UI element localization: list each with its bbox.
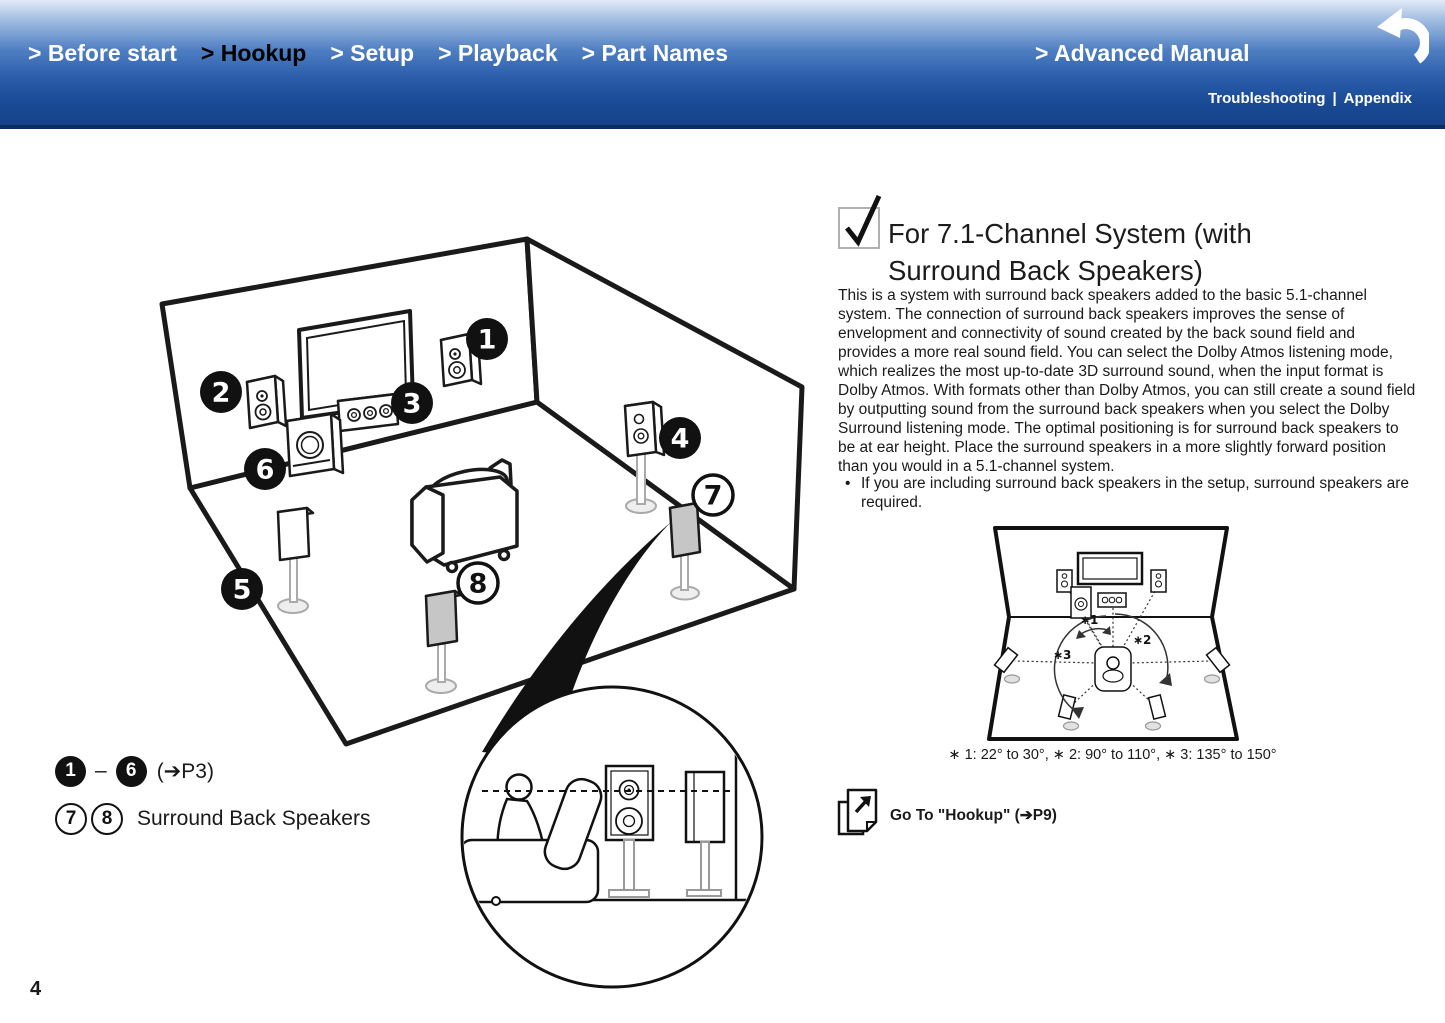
nav-item-before-start[interactable]: > Before start <box>28 40 177 66</box>
badge-4: 4 <box>659 417 701 459</box>
sub-nav: Troubleshooting | Appendix <box>1208 90 1412 107</box>
legend-range-row: 1 – 6 (➔P3) <box>55 750 370 792</box>
speaker-surround-right <box>623 400 666 514</box>
angle-label-3: ∗3 <box>1053 648 1071 662</box>
speaker-surround-back-right <box>668 501 705 601</box>
nav-item-setup[interactable]: > Setup <box>330 40 415 66</box>
speaker-surround-back-left <box>424 589 463 694</box>
speaker-front-left <box>245 374 288 430</box>
legend-badge-1: 1 <box>55 755 86 787</box>
checkbox-checked-icon <box>838 194 882 249</box>
goto-hookup-link[interactable]: Go To "Hookup" (➔P9) <box>836 786 1057 840</box>
ear-height-scene <box>464 745 758 906</box>
mini-front-speakers <box>1056 569 1167 619</box>
angle-label-1: ∗1 <box>1080 613 1098 627</box>
svg-text:5: 5 <box>233 575 252 606</box>
goto-label: Go To "Hookup" (➔P9) <box>890 806 1057 824</box>
angle-arcs <box>1053 613 1172 719</box>
nav-item-hookup[interactable]: > Hookup <box>200 40 307 66</box>
nav-item-advanced-manual[interactable]: > Advanced Manual <box>1035 40 1250 66</box>
svg-text:4: 4 <box>671 424 690 455</box>
legend-badge-7: 7 <box>55 803 87 835</box>
header-banner: > Before start > Hookup > Setup > Playba… <box>0 0 1445 129</box>
svg-text:7: 7 <box>704 481 723 512</box>
section-bullet: • If you are including surround back spe… <box>845 475 1409 511</box>
legend-badge-6: 6 <box>115 755 147 787</box>
tv <box>297 309 415 420</box>
goto-pages-icon <box>837 788 878 836</box>
angle-label-2: ∗2 <box>1133 633 1151 647</box>
mini-surround-speakers <box>993 646 1231 731</box>
subwoofer <box>285 412 345 478</box>
section-body: This is a system with surround back spea… <box>838 287 1416 475</box>
callout-speaker-wall <box>684 770 726 897</box>
speaker-center <box>336 392 406 433</box>
nav-item-part-names[interactable]: > Part Names <box>581 40 729 66</box>
link-appendix[interactable]: Appendix <box>1343 90 1412 107</box>
svg-text:2: 2 <box>212 378 231 409</box>
badge-7: 7 <box>691 473 735 517</box>
badge-6: 6 <box>244 448 286 490</box>
callout-speaker-front <box>604 764 655 898</box>
angle-caption: ∗ 1: 22° to 30°, ∗ 2: 90° to 110°, ∗ 3: … <box>948 747 1277 763</box>
badge-8: 8 <box>456 561 500 605</box>
callout-wedge <box>482 522 671 760</box>
page-number: 4 <box>30 978 42 1000</box>
mini-tv <box>1076 551 1144 586</box>
badge-2: 2 <box>200 371 242 413</box>
badge-3: 3 <box>391 382 433 424</box>
svg-text:3: 3 <box>403 389 422 420</box>
nav-item-playback[interactable]: > Playback <box>438 40 558 66</box>
legend-dash: – <box>95 759 107 782</box>
badge-5: 5 <box>221 568 263 610</box>
section-title: For 7.1-Channel System (with Surround Ba… <box>888 218 1252 287</box>
speaker-surround-left <box>276 506 315 614</box>
bullet-marker: • <box>845 475 851 492</box>
svg-text:8: 8 <box>469 569 488 600</box>
legend: 1 – 6 (➔P3) 7 8 Surround Back Speakers <box>55 750 370 840</box>
legend-page-ref[interactable]: (➔P3) <box>156 759 214 783</box>
svg-text:1: 1 <box>478 325 497 356</box>
svg-text:6: 6 <box>256 455 275 486</box>
listener-person <box>505 773 533 801</box>
mini-listener <box>1094 646 1132 692</box>
badge-1: 1 <box>466 318 508 360</box>
subnav-separator: | <box>1332 90 1337 107</box>
speaker-angle-diagram: ∗1 ∗2 ∗3 <box>987 526 1239 741</box>
sofa <box>410 458 519 574</box>
main-nav: > Before start > Hookup > Setup > Playba… <box>28 40 728 67</box>
return-arrow-icon[interactable] <box>1377 6 1429 76</box>
link-troubleshooting[interactable]: Troubleshooting <box>1207 90 1326 107</box>
legend-surround-back-label: Surround Back Speakers <box>137 807 371 830</box>
legend-surround-back-row: 7 8 Surround Back Speakers <box>55 798 370 840</box>
legend-badge-8: 8 <box>91 803 123 835</box>
room-diagram: 1 2 3 4 5 6 7 8 <box>159 236 805 989</box>
